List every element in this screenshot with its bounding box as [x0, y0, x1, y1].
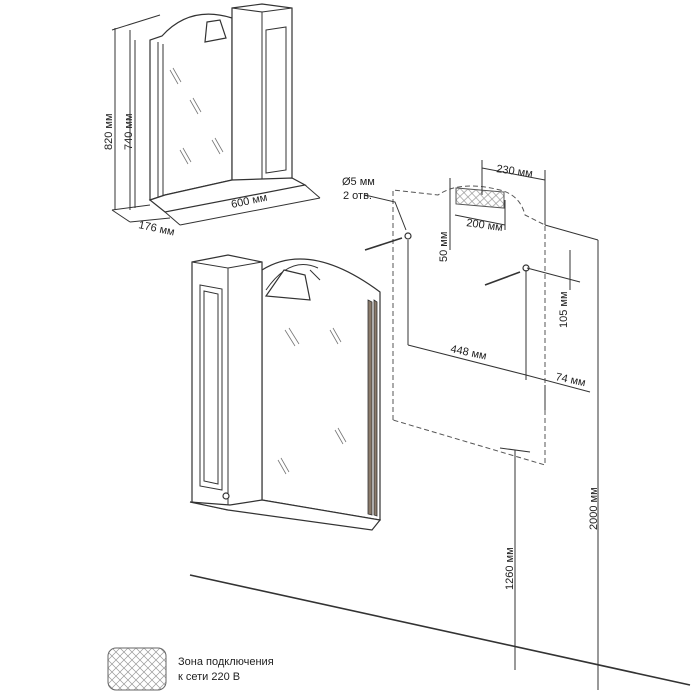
dim-448: 448 мм — [449, 343, 487, 362]
hole-count-label: 2 отв. — [343, 190, 372, 202]
lamp-icon — [264, 269, 311, 301]
small-cabinet-view — [111, 3, 321, 226]
mirror-glints-large — [277, 327, 347, 475]
hole-diameter-label: Ø5 мм — [342, 176, 375, 188]
dim-2000: 2000 мм — [588, 487, 600, 530]
dim-200: 200 мм — [466, 217, 504, 234]
power-zone-hatch — [455, 187, 505, 209]
dim-105: 105 мм — [558, 291, 570, 328]
legend-line-2: к сети 220 В — [178, 671, 240, 683]
knob-icon — [222, 492, 230, 500]
legend: Зона подключения к сети 220 В — [107, 647, 274, 691]
mirror-glints — [169, 67, 224, 165]
dim-1260: 1260 мм — [504, 547, 516, 590]
wall-outline — [392, 185, 546, 466]
screw-icon — [364, 232, 412, 251]
dim-820: 820 мм — [103, 113, 115, 150]
legend-line-1: Зона подключения — [178, 656, 274, 668]
small-lamp-icon — [204, 19, 227, 43]
large-cabinet-view — [189, 254, 382, 531]
dim-740: 740 мм — [123, 113, 135, 150]
dim-230: 230 мм — [496, 163, 534, 180]
floor-line — [189, 574, 691, 686]
screw-icon — [484, 264, 530, 286]
legend-hatch-swatch — [107, 647, 167, 691]
dim-50: 50 мм — [438, 232, 450, 262]
dim-176: 176 мм — [137, 219, 175, 238]
